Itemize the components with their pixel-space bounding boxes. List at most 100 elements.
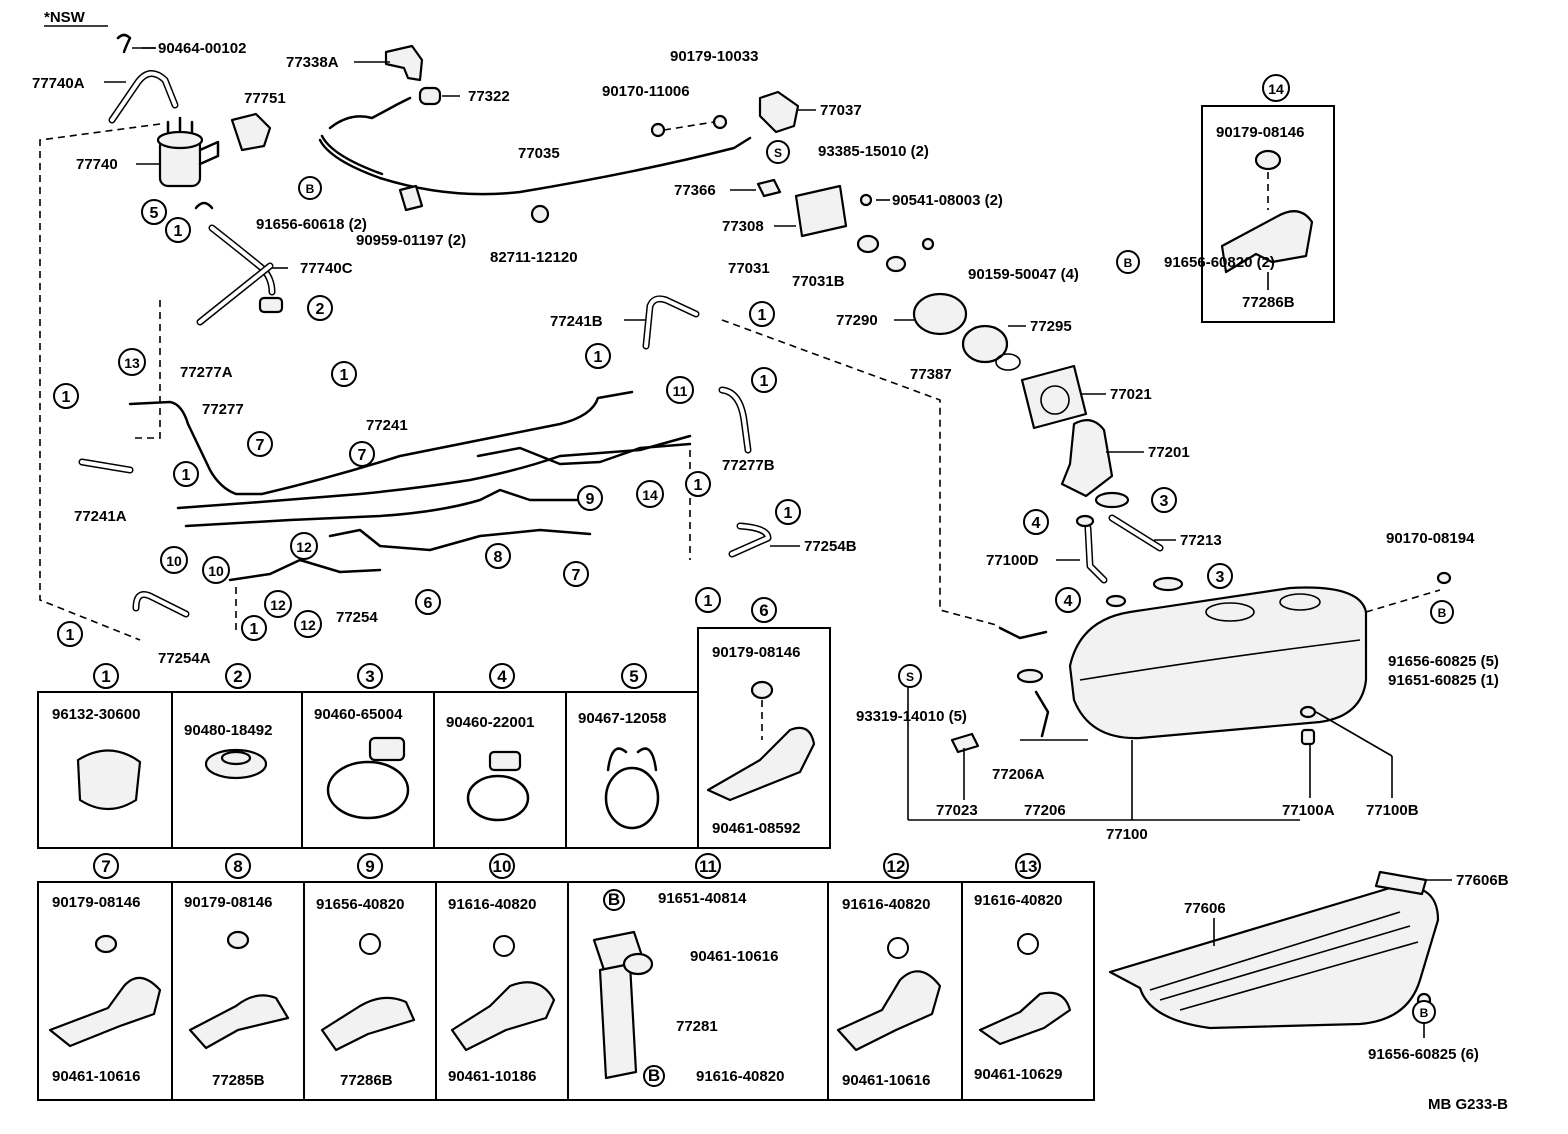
callout-5: 5 <box>141 199 167 225</box>
label-77100: 77100 <box>1106 826 1148 843</box>
callout-7-a: 7 <box>247 431 273 457</box>
row-2-labels: 7 90179-08146 90461-10616 8 90179-08146 … <box>52 853 1062 1089</box>
box-11-part: 91651-40814 <box>658 890 747 907</box>
leader-lines <box>104 47 1452 1038</box>
box-11-part4: 91616-40820 <box>696 1068 784 1085</box>
label-90159-50047: 90159-50047 (4) <box>968 266 1079 283</box>
svg-text:12: 12 <box>270 597 286 613</box>
box-num-7: 7 <box>101 857 110 876</box>
label-90464-00102: 90464-00102 <box>158 40 246 57</box>
callout-2: 2 <box>307 295 333 321</box>
svg-text:12: 12 <box>296 539 312 555</box>
box-13-part: 91616-40820 <box>974 892 1062 909</box>
callout-1-i: 1 <box>751 367 777 393</box>
callout-7-c: 7 <box>563 561 589 587</box>
svg-text:1: 1 <box>250 621 259 638</box>
label-90541-08003: 90541-08003 (2) <box>892 192 1003 209</box>
box-1-part: 96132-30600 <box>52 706 140 723</box>
label-77206: 77206 <box>1024 802 1066 819</box>
label-77322: 77322 <box>468 88 510 105</box>
label-91656-60618: 91656-60618 (2) <box>256 216 367 233</box>
svg-text:S: S <box>774 146 782 160</box>
svg-text:1: 1 <box>174 223 183 240</box>
box-num-8: 8 <box>233 857 242 876</box>
box-10-part: 91616-40820 <box>448 896 536 913</box>
label-77241a: 77241A <box>74 508 127 525</box>
svg-text:1: 1 <box>62 389 71 406</box>
diagram-header: *NSW <box>44 9 86 26</box>
label-90170-11006: 90170-11006 <box>602 83 690 100</box>
label-77751: 77751 <box>244 90 286 107</box>
label-77254: 77254 <box>336 609 378 626</box>
callout-13: 13 <box>118 348 146 376</box>
box-12-part: 91616-40820 <box>842 896 930 913</box>
callout-11: 11 <box>666 376 694 404</box>
box-6-part2: 90461-08592 <box>712 820 800 837</box>
box-num-6: 6 <box>759 601 768 620</box>
svg-text:B: B <box>648 1066 660 1085</box>
callout-b-4: B <box>1412 1000 1436 1024</box>
label-90959-01197: 90959-01197 (2) <box>356 232 466 249</box>
label-77606b: 77606B <box>1456 872 1509 889</box>
fuel-lines <box>39 123 1001 641</box>
detail-row-2 <box>37 881 1095 1101</box>
callout-3-a: 3 <box>1151 487 1177 513</box>
label-77241: 77241 <box>366 417 408 434</box>
svg-text:3: 3 <box>1160 493 1169 510</box>
callout-12-b: 12 <box>264 590 292 618</box>
label-90170-08194: 90170-08194 <box>1386 530 1475 547</box>
callout-b-2: B <box>1116 250 1140 274</box>
callout-6: 6 <box>415 589 441 615</box>
svg-text:1: 1 <box>694 477 703 494</box>
callout-s-1: S <box>766 140 790 164</box>
label-77206a: 77206A <box>992 766 1045 783</box>
svg-text:14: 14 <box>642 487 658 503</box>
box-3-part: 90460-65004 <box>314 706 403 723</box>
svg-text:4: 4 <box>1064 593 1073 610</box>
label-77277a: 77277A <box>180 364 233 381</box>
label-77201: 77201 <box>1148 444 1190 461</box>
svg-text:7: 7 <box>572 567 581 584</box>
box-num-10: 10 <box>493 857 512 876</box>
callout-1-g: 1 <box>749 301 775 327</box>
diagram-footer: MB G233-B <box>1428 1096 1508 1113</box>
tank-band-assembly <box>1108 870 1440 1030</box>
callout-1-h: 1 <box>585 343 611 369</box>
box-4-part: 90460-22001 <box>446 714 534 731</box>
svg-text:1: 1 <box>594 349 603 366</box>
label-77213: 77213 <box>1180 532 1222 549</box>
svg-text:10: 10 <box>208 563 224 579</box>
svg-text:7: 7 <box>256 437 265 454</box>
callout-4-a: 4 <box>1023 509 1049 535</box>
callout-1-c: 1 <box>53 383 79 409</box>
label-77277: 77277 <box>202 401 244 418</box>
svg-text:4: 4 <box>1032 515 1041 532</box>
svg-text:B: B <box>1420 1006 1429 1020</box>
svg-text:B: B <box>306 182 315 196</box>
callout-4-b: 4 <box>1055 587 1081 613</box>
label-77100a: 77100A <box>1282 802 1335 819</box>
svg-text:1: 1 <box>182 467 191 484</box>
label-77308: 77308 <box>722 218 764 235</box>
label-91656-60825-6: 91656-60825 (6) <box>1368 1046 1479 1063</box>
label-77338a: 77338A <box>286 54 339 71</box>
callout-10-b: 10 <box>202 556 230 584</box>
box-num-9: 9 <box>365 857 374 876</box>
box-11-part2: 90461-10616 <box>690 948 778 965</box>
callout-s-2: S <box>898 664 922 688</box>
label-77241b: 77241B <box>550 313 603 330</box>
svg-text:12: 12 <box>300 617 316 633</box>
svg-text:1: 1 <box>704 593 713 610</box>
label-77290: 77290 <box>836 312 878 329</box>
box-num-1: 1 <box>101 667 110 686</box>
label-91651-60825-1: 91651-60825 (1) <box>1388 672 1499 689</box>
callout-3-b: 3 <box>1207 563 1233 589</box>
callout-12-c: 12 <box>294 610 322 638</box>
svg-text:7: 7 <box>358 447 367 464</box>
detail-box-14 <box>1201 105 1335 323</box>
callout-8: 8 <box>485 543 511 569</box>
box-11-part3: 77281 <box>676 1018 718 1035</box>
callout-10-a: 10 <box>160 546 188 574</box>
box-num-5: 5 <box>629 667 638 686</box>
